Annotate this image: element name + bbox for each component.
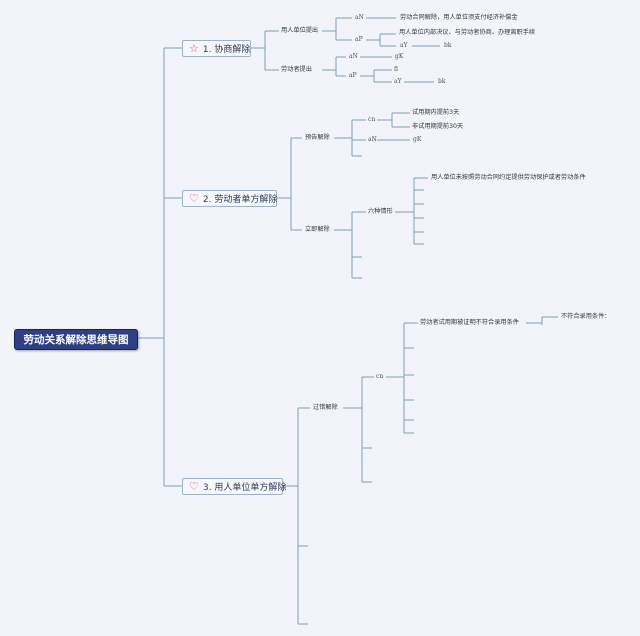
topic-leaf[interactable]: 用人单位内部决议、与劳动者协商、办理离职手续	[399, 29, 536, 36]
topic-code[interactable]: aY	[400, 42, 408, 49]
topic-code[interactable]: cn	[368, 116, 376, 123]
branch-label: 1. 协商解除	[202, 45, 251, 55]
root-topic[interactable]: 劳动关系解除思维导图	[14, 329, 138, 350]
topic-leaf[interactable]: 劳动者试用期被证明不符合录用条件	[420, 319, 519, 326]
topic-code[interactable]: aY	[394, 78, 402, 85]
topic-employer-proposes[interactable]: 用人单位提出	[281, 27, 319, 34]
topic-leaf[interactable]: bk	[444, 42, 452, 49]
star-icon: ☆	[189, 42, 199, 55]
topic-code[interactable]: aN	[355, 14, 364, 21]
branch-employee-unilateral-termination[interactable]: ♡ 2. 劳动者单方解除	[182, 190, 277, 207]
topic-leaf[interactable]: 非试用期提前30天	[412, 123, 464, 130]
branch-label: 2. 劳动者单方解除	[202, 195, 278, 205]
topic-leaf[interactable]: gK	[395, 53, 404, 60]
topic-code[interactable]: aN	[368, 136, 377, 143]
topic-leaf[interactable]: gK	[413, 136, 422, 143]
topic-code[interactable]: aP	[349, 72, 357, 79]
topic-leaf[interactable]: 劳动合同解除，用人单位须支付经济补偿金	[400, 14, 518, 21]
heart-icon: ♡	[189, 192, 199, 205]
branch-label: 3. 用人单位单方解除	[202, 483, 287, 493]
topic-code[interactable]: cn	[376, 373, 384, 380]
topic-fault-termination[interactable]: 过错解除	[313, 404, 338, 411]
topic-leaf[interactable]: 试用期内提前3天	[412, 109, 460, 116]
branch-employer-unilateral-termination[interactable]: ♡ 3. 用人单位单方解除	[182, 478, 287, 495]
heart-icon: ♡	[189, 480, 199, 493]
topic-code[interactable]: aP	[355, 36, 363, 43]
topic-leaf[interactable]: bk	[438, 78, 446, 85]
topic-notice-termination[interactable]: 预告解除	[305, 134, 330, 141]
branch-negotiated-termination[interactable]: ☆ 1. 协商解除	[182, 40, 251, 57]
topic-leaf[interactable]: fl	[394, 66, 399, 73]
topic-employee-proposes[interactable]: 劳动者提出	[281, 66, 312, 73]
topic-code[interactable]: aN	[349, 53, 358, 60]
topic-subleaf[interactable]: 不符合录用条件：	[561, 313, 611, 320]
topic-six-situations[interactable]: 六种情形	[368, 208, 393, 215]
root-title: 劳动关系解除思维导图	[23, 334, 129, 346]
topic-immediate-termination[interactable]: 立即解除	[305, 226, 330, 233]
topic-leaf[interactable]: 用人单位未按照劳动合同约定提供劳动保护或者劳动条件	[431, 174, 586, 181]
